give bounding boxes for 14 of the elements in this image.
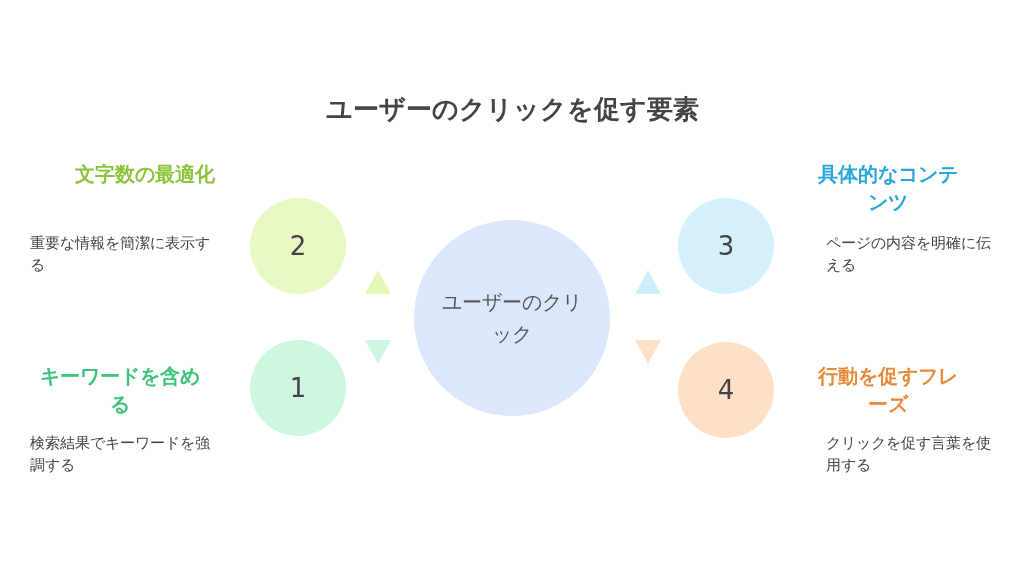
item-heading: 文字数の最適化 [74, 161, 216, 188]
circle-label: ユーザーのクリック [441, 289, 583, 348]
step-number: 3 [717, 231, 735, 261]
item-description: 検索結果でキーワードを強調する [30, 433, 210, 476]
item-description: ページの内容を明確に伝える [826, 233, 992, 276]
item-heading: 具体的なコンテンツ [818, 161, 958, 216]
item-description: 重要な情報を簡潔に表示する [30, 233, 210, 276]
title: ユーザーのクリックを促す要素 [324, 93, 700, 126]
step-number: 4 [717, 375, 735, 405]
step-number: 2 [289, 231, 307, 261]
item-description: クリックを促す言葉を使用する [826, 433, 992, 476]
step-number: 1 [289, 373, 307, 403]
item-heading: 行動を促すフレーズ [818, 363, 958, 418]
item-heading: キーワードを含める [40, 363, 200, 418]
